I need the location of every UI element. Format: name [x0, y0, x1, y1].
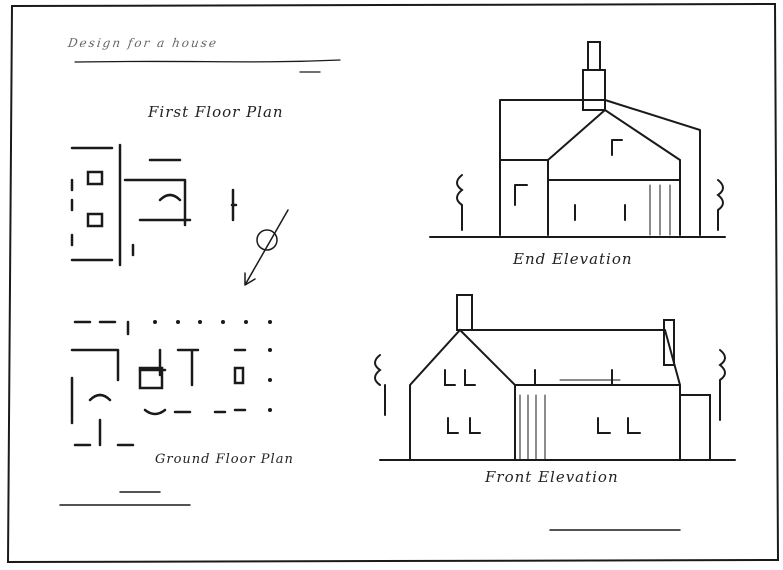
front-elevation-label: Front Elevation: [485, 468, 619, 486]
sheet-border: [6, 2, 780, 564]
scale-bar: [59, 491, 191, 506]
end-elevation-label: End Elevation: [513, 250, 633, 268]
first-floor-plan-label: First Floor Plan: [148, 103, 284, 121]
ground-floor-plan: [70, 320, 247, 447]
grid-dots: [153, 320, 272, 412]
title-underline: [74, 59, 341, 73]
first-floor-plan: [70, 143, 238, 267]
end-elevation: [429, 41, 726, 238]
sheet-title-handwriting: Design for a house: [67, 36, 220, 50]
north-arrow-compass: [244, 209, 289, 286]
front-elevation: [374, 294, 736, 461]
ground-floor-plan-label: Ground Floor Plan: [155, 452, 294, 467]
